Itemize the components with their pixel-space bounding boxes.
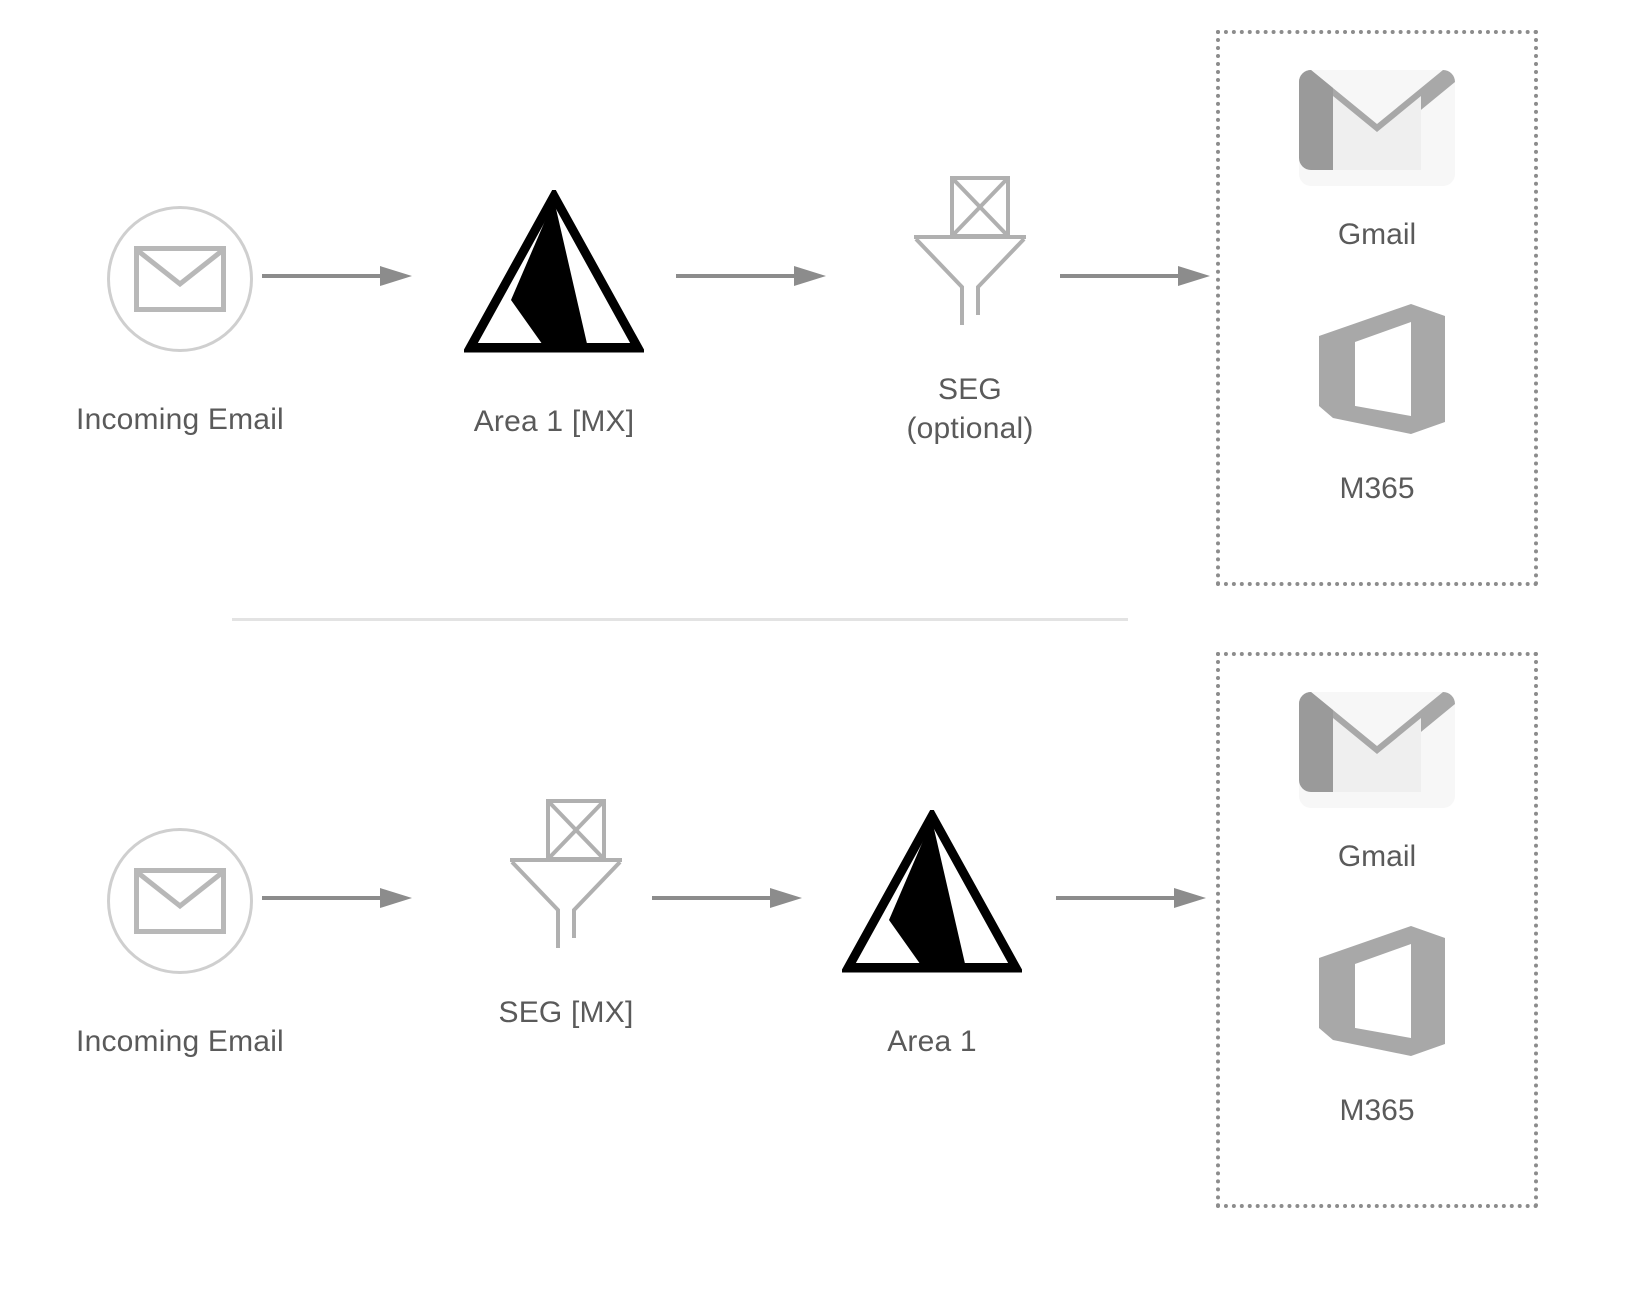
section-divider [232, 618, 1128, 621]
destination-group-top: Gmail M365 [1216, 30, 1538, 586]
node-label-seg-mx: SEG [MX] [498, 996, 634, 1029]
dest-item-gmail-top: Gmail [1299, 66, 1455, 254]
dest-label-gmail-bottom: Gmail [1337, 840, 1417, 873]
seg-funnel-glyph [510, 799, 622, 948]
arrow-area1-to-destinations-bottom [1056, 886, 1206, 910]
seg-funnel-icon [900, 175, 1040, 332]
envelope-glyph [134, 868, 226, 934]
destination-group-bottom: Gmail M365 [1216, 652, 1538, 1208]
dest-label-gmail-top: Gmail [1337, 218, 1417, 251]
area1-triangle-icon [462, 186, 646, 360]
node-label-incoming-email-top: Incoming Email [76, 403, 284, 436]
node-label-area1: Area 1 [887, 1025, 977, 1058]
envelope-circle-icon [107, 828, 253, 974]
node-incoming-email-bottom: Incoming Email [72, 828, 288, 1061]
node-area1-mx: Area 1 [MX] [434, 186, 674, 441]
envelope-glyph [134, 246, 226, 312]
arrow-incoming-to-seg [262, 886, 412, 910]
node-area1: Area 1 [812, 806, 1052, 1061]
dest-label-m365-bottom: M365 [1339, 1094, 1415, 1127]
gmail-icon [1299, 70, 1455, 186]
arrow-area1-to-seg [676, 264, 826, 288]
arrow-seg-to-area1 [652, 886, 802, 910]
m365-icon [1319, 304, 1445, 434]
area1-triangle-glyph [462, 186, 646, 353]
node-incoming-email-top: Incoming Email [72, 206, 288, 439]
seg-funnel-glyph [914, 176, 1026, 325]
envelope-circle-icon [107, 206, 253, 352]
area1-triangle-glyph [840, 806, 1024, 973]
dest-label-m365-top: M365 [1339, 472, 1415, 505]
node-label-seg-optional: SEG (optional) [906, 373, 1034, 445]
area1-triangle-icon [840, 806, 1024, 980]
dest-item-gmail-bottom: Gmail [1299, 688, 1455, 876]
node-seg-mx: SEG [MX] [466, 798, 666, 1032]
arrow-seg-to-destinations-top [1060, 264, 1210, 288]
node-label-incoming-email-bottom: Incoming Email [76, 1025, 284, 1058]
dest-item-m365-top: M365 [1307, 302, 1447, 508]
node-seg-optional: SEG (optional) [862, 175, 1078, 448]
seg-funnel-icon [496, 798, 636, 955]
dest-item-m365-bottom: M365 [1307, 924, 1447, 1130]
arrow-incoming-to-area1 [262, 264, 412, 288]
node-label-area1-mx: Area 1 [MX] [473, 405, 635, 438]
m365-icon [1319, 926, 1445, 1056]
gmail-icon [1299, 692, 1455, 808]
